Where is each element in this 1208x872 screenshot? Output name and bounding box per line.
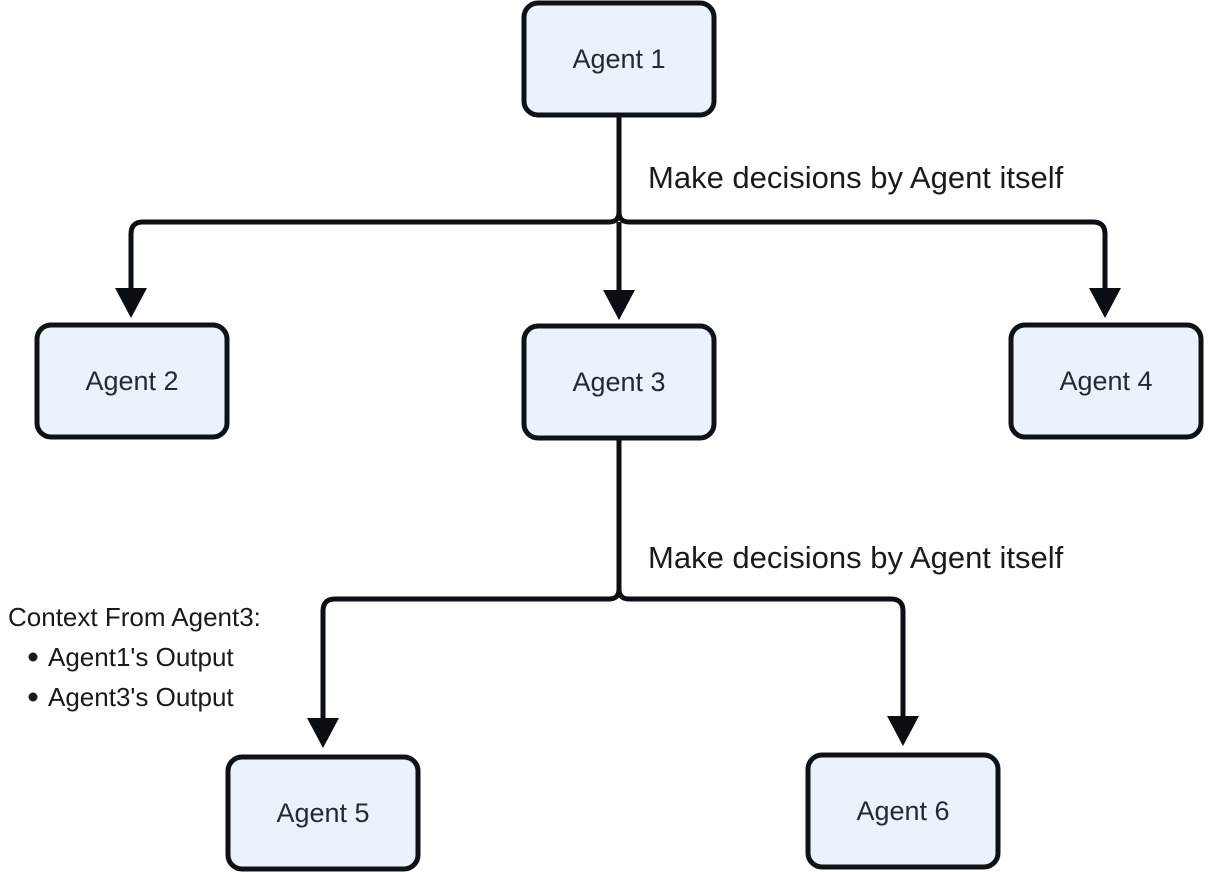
node-agent6-box[interactable] [805,752,1001,870]
node-agent3[interactable]: Agent 3 [521,323,717,441]
node-agent1[interactable]: Agent 1 [521,0,717,118]
context-note: Context From Agent3: Agent1's Output Age… [8,602,261,712]
bullet-icon [28,652,38,662]
node-agent6-label: Agent 6 [856,796,949,826]
node-agent4-label: Agent 4 [1059,366,1152,396]
node-agent4[interactable]: Agent 4 [1008,322,1204,440]
context-note-title: Context From Agent3: [8,602,261,632]
edge-group-level2 [307,438,919,748]
edge-agent3-to-agent5 [320,596,609,728]
edge-junction-fillet-right [616,211,630,225]
node-agent2-box[interactable] [34,322,230,440]
arrowhead-agent2 [115,288,147,318]
node-agent6[interactable]: Agent 6 [805,752,1001,870]
node-agent2[interactable]: Agent 2 [34,322,230,440]
edge-group-level1 [115,115,1121,320]
arrowhead-agent3 [603,290,635,320]
edge-agent1-to-agent4 [629,219,1108,298]
node-agent4-box[interactable] [1008,322,1204,440]
edge-label-level2: Make decisions by Agent itself [648,540,1064,575]
arrowhead-agent4 [1089,288,1121,318]
edge-junction2-fillet-right [616,588,630,602]
context-note-item-1: Agent1's Output [48,642,234,672]
node-agent2-label: Agent 2 [85,366,178,396]
edge-agent1-to-agent2 [128,219,609,298]
node-agent5-label: Agent 5 [276,798,369,828]
node-agent1-box[interactable] [521,0,717,118]
node-agent3-label: Agent 3 [572,367,665,397]
node-agent5-box[interactable] [225,754,421,872]
edge-label-level1: Make decisions by Agent itself [648,160,1064,195]
node-agent1-label: Agent 1 [572,44,665,74]
node-agent3-box[interactable] [521,323,717,441]
edge-agent3-to-agent6 [629,596,906,726]
arrowhead-agent5 [307,718,339,748]
arrowhead-agent6 [887,716,919,746]
node-agent5[interactable]: Agent 5 [225,754,421,872]
context-note-item-2: Agent3's Output [48,682,234,712]
bullet-icon [28,692,38,702]
